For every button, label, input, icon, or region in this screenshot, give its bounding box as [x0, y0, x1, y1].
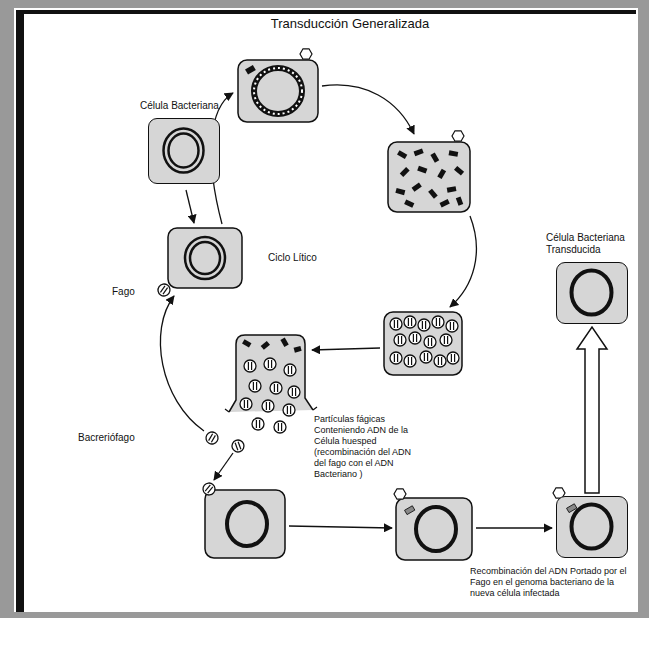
burst-cell — [229, 335, 313, 412]
cell-caption: Célula Bacteriana — [140, 100, 230, 112]
chromosome-ring — [416, 507, 456, 551]
bacterial-cell-node: Célula Bacteriana Transducida — [546, 232, 636, 324]
bacterial-cell — [168, 228, 242, 288]
phage-particle — [204, 430, 220, 446]
phage-particle — [201, 481, 218, 498]
phage-particle — [390, 316, 459, 367]
dna-fragment — [395, 148, 464, 207]
phage-head — [300, 49, 312, 59]
bacterial-cell — [556, 262, 628, 324]
part-label: Ciclo Lítico — [268, 252, 338, 264]
chromosome-ring — [254, 68, 302, 114]
frame — [16, 10, 24, 612]
cell-interior — [149, 119, 218, 182]
diagram-title: Transducción Generalizada — [240, 16, 460, 31]
chromosome-ring — [254, 68, 302, 114]
bacterial-cell — [148, 118, 220, 184]
cell-caption: Célula Bacteriana Transducida — [546, 232, 636, 256]
chromosome-ring — [169, 134, 199, 168]
bacterial-cell — [556, 496, 628, 558]
frame — [16, 10, 636, 14]
cell-interior — [557, 497, 626, 556]
transfer-arrow — [577, 327, 607, 493]
phage-particle — [230, 438, 245, 453]
chromosome-ring — [572, 271, 612, 315]
bacterial-cell — [388, 142, 470, 212]
chromosome-ring — [227, 502, 267, 546]
phage-particle — [240, 358, 300, 433]
cell-caption: Recombinación del ADN Portado por el Fag… — [470, 566, 630, 599]
part-label: Fago — [112, 286, 152, 298]
dna-fragment — [567, 504, 577, 513]
bacterial-cell — [384, 312, 462, 375]
bacterial-cell — [205, 490, 285, 558]
bacterial-cell — [238, 60, 318, 122]
dna-fragment — [242, 338, 302, 353]
dna-fragment — [405, 506, 415, 515]
chromosome-ring — [190, 242, 220, 274]
part-label: Bacreriófago — [78, 432, 153, 444]
bacterial-cell-node: Célula Bacteriana — [140, 100, 230, 184]
burst-cell — [225, 407, 317, 412]
bacterial-cell — [396, 498, 472, 560]
dna-fragment — [245, 65, 256, 75]
phage-particle — [156, 282, 173, 299]
callout-note: Partículas fágicas Conteniendo ADN de la… — [314, 414, 416, 480]
phage-head — [394, 489, 406, 499]
chromosome-ring — [572, 505, 612, 549]
cell-interior — [557, 263, 626, 322]
burst-cell — [229, 335, 313, 412]
phage-head — [452, 131, 464, 141]
bacterial-cell-node: Recombinación del ADN Portado por el Fag… — [470, 496, 630, 599]
chromosome-ring — [185, 237, 225, 279]
frame — [14, 8, 638, 612]
chromosome-ring — [164, 129, 204, 173]
frame — [0, 0, 649, 618]
